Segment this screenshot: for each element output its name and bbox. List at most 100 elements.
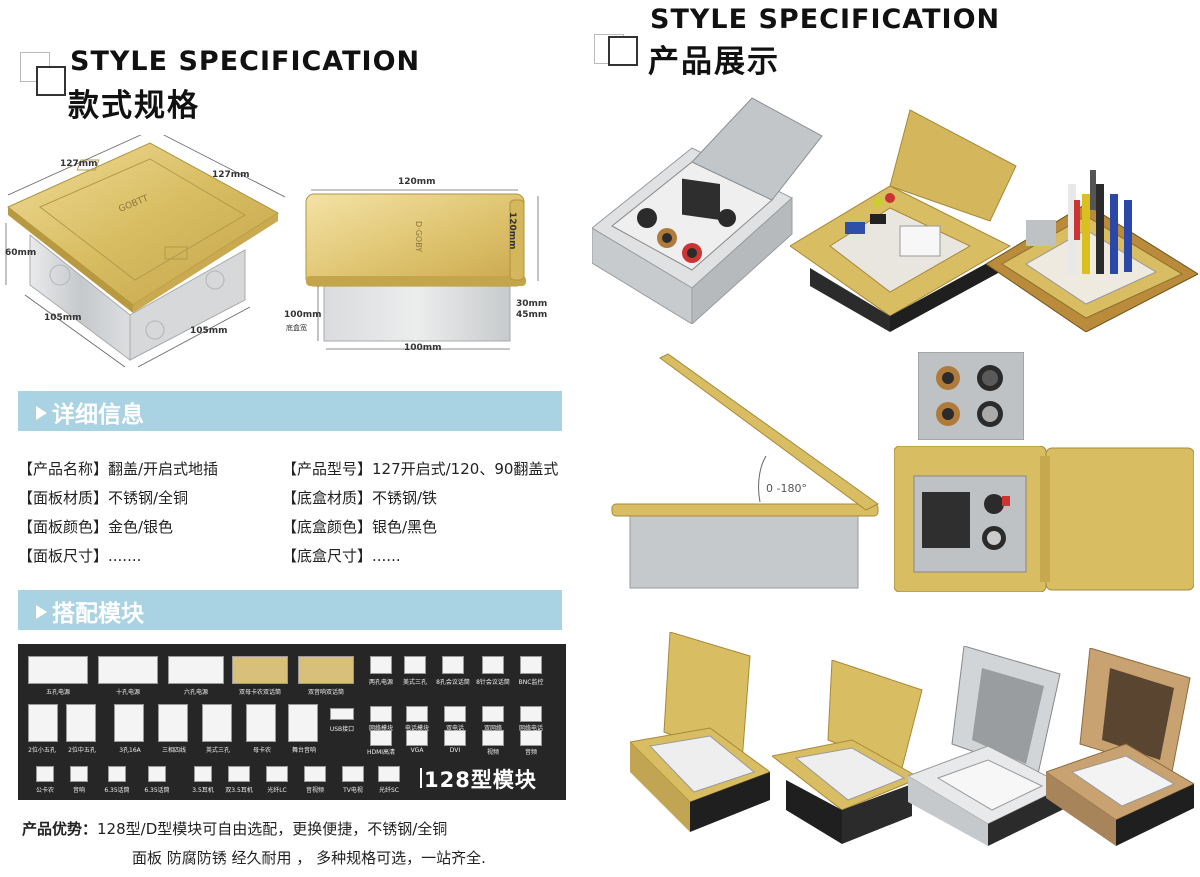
module-tile <box>406 706 428 722</box>
arrow-right-icon <box>36 406 47 420</box>
product-photo-module-plate <box>918 352 1024 440</box>
module-label: 网络模块 <box>368 725 393 732</box>
arrow-right-icon <box>36 605 47 619</box>
header-square-icon <box>608 36 638 66</box>
modules-heading: 搭配模块 <box>52 601 144 627</box>
module-tile <box>404 656 426 674</box>
module-tile <box>98 656 158 684</box>
dim-width: 120mm <box>398 177 436 187</box>
module-label: 电话模块 <box>404 725 429 732</box>
detail-right-3: 【底盒尺寸】...... <box>282 547 401 565</box>
module-tile <box>482 656 504 674</box>
module-tile <box>266 766 288 782</box>
product-photo-gold-5hole-2 <box>772 660 923 844</box>
module-label: 五孔电源 <box>45 689 70 696</box>
product-photo-gold-5hole-1 <box>630 632 770 832</box>
module-tile <box>158 704 188 742</box>
product-photo-steel-open <box>592 97 823 324</box>
module-label: HDMI高清 <box>366 749 396 756</box>
header-square-icon <box>36 66 66 96</box>
module-tile <box>444 730 466 746</box>
module-tile <box>406 730 428 746</box>
advantages-label: 产品优势： <box>22 820 98 838</box>
detail-right-2: 【底盒颜色】银色/黑色 <box>282 518 438 536</box>
module-label: 双母卡农双话筒 <box>238 689 281 696</box>
module-tile <box>28 656 88 684</box>
right-title-cn: 产品展示 <box>648 44 780 80</box>
module-tile <box>520 706 542 722</box>
module-tile <box>330 708 354 720</box>
dim-bottom: 100mm <box>404 343 442 353</box>
flip-box-drawing: D·GOBY <box>305 189 539 350</box>
dim-bottom-left: 105mm <box>44 313 82 323</box>
module-tile <box>482 730 504 746</box>
advantages-line1: 128型/D型模块可自由选配，更换便捷，不锈钢/全铜 <box>97 820 448 838</box>
detail-left-1: 【面板材质】不锈钢/全铜 <box>18 489 189 507</box>
module-tile <box>148 766 166 782</box>
module-label: 三相四线 <box>161 747 186 754</box>
module-label: 6.35话筒 <box>104 787 130 794</box>
module-label: BNC监控 <box>518 679 544 686</box>
module-label: 英式三孔 <box>205 747 230 754</box>
detail-left-3: 【面板尺寸】....... <box>18 547 142 565</box>
module-label: DVI <box>449 747 461 754</box>
module-label: VGA <box>410 747 424 754</box>
module-label: 音视频 <box>305 787 324 794</box>
details-heading: 详细信息 <box>52 402 144 428</box>
module-label: 双音响双话筒 <box>307 689 344 696</box>
module-tile <box>370 706 392 722</box>
module-label: 2位中五孔 <box>68 747 96 754</box>
modules-band: 搭配模块 <box>18 590 562 630</box>
model-title-bar <box>420 768 422 788</box>
details-band: 详细信息 <box>18 391 562 431</box>
dim-height: 60mm <box>5 248 37 258</box>
module-label: 双3.5耳机 <box>225 787 253 794</box>
product-photo-gold-flip <box>790 109 1017 332</box>
dim-top-right: 127mm <box>212 170 250 180</box>
module-label: 音频 <box>524 749 537 756</box>
module-tile <box>520 656 542 674</box>
module-label: 3.5耳机 <box>192 787 214 794</box>
module-tile <box>232 656 288 684</box>
right-title-en: STYLE SPECIFICATION <box>650 4 1001 35</box>
brand-mark: D·GOBY <box>414 221 423 252</box>
detail-left-2: 【面板颜色】金色/银色 <box>18 518 174 536</box>
module-tile <box>444 706 466 722</box>
module-label: 美式三孔 <box>402 679 427 686</box>
module-label: 6.35话筒 <box>144 787 170 794</box>
module-label: 双电话 <box>445 725 464 732</box>
angle-label: 0 -180° <box>766 482 807 495</box>
module-tile <box>482 706 504 722</box>
module-label: 3孔16A <box>119 747 141 754</box>
module-tile <box>28 704 58 742</box>
open-box-drawing: GOBTT <box>5 135 286 368</box>
module-tile <box>114 704 144 742</box>
module-tile <box>370 730 392 746</box>
module-label: 2位小五孔 <box>28 747 56 754</box>
module-tile <box>228 766 250 782</box>
product-photo-flip-angle <box>611 353 879 589</box>
module-label: TV电视 <box>343 787 363 794</box>
left-title-cn: 款式规格 <box>68 88 200 124</box>
module-tile <box>298 656 354 684</box>
product-photo-gold-square <box>894 446 1194 592</box>
module-tile <box>304 766 326 782</box>
module-label: 舞台音响 <box>291 747 316 754</box>
dim-depth-2: 45mm <box>516 310 548 320</box>
module-label: 网络电话 <box>518 725 543 732</box>
model-title: 128型模块 <box>424 768 537 792</box>
module-label: 光纤SC <box>379 787 399 794</box>
module-tile <box>66 704 96 742</box>
module-label: 音响 <box>72 787 85 794</box>
module-label: USB接口 <box>329 726 355 733</box>
detail-left-0: 【产品名称】翻盖/开启式地插 <box>18 460 219 478</box>
module-label: 光纤LC <box>267 787 287 794</box>
product-photo-bronze-5hole <box>1046 648 1194 846</box>
module-panel: 五孔电源 十孔电源 六孔电源 双母卡农双话筒 双音响双话筒 两孔电源 美式三孔 … <box>18 644 566 800</box>
left-title-en: STYLE SPECIFICATION <box>70 46 421 77</box>
product-photo-installed-cables <box>986 170 1198 332</box>
dim-depth-1: 30mm <box>516 299 548 309</box>
module-label: 十孔电源 <box>115 689 140 696</box>
module-tile <box>520 730 542 746</box>
module-label: 8孔会议话筒 <box>436 679 470 686</box>
